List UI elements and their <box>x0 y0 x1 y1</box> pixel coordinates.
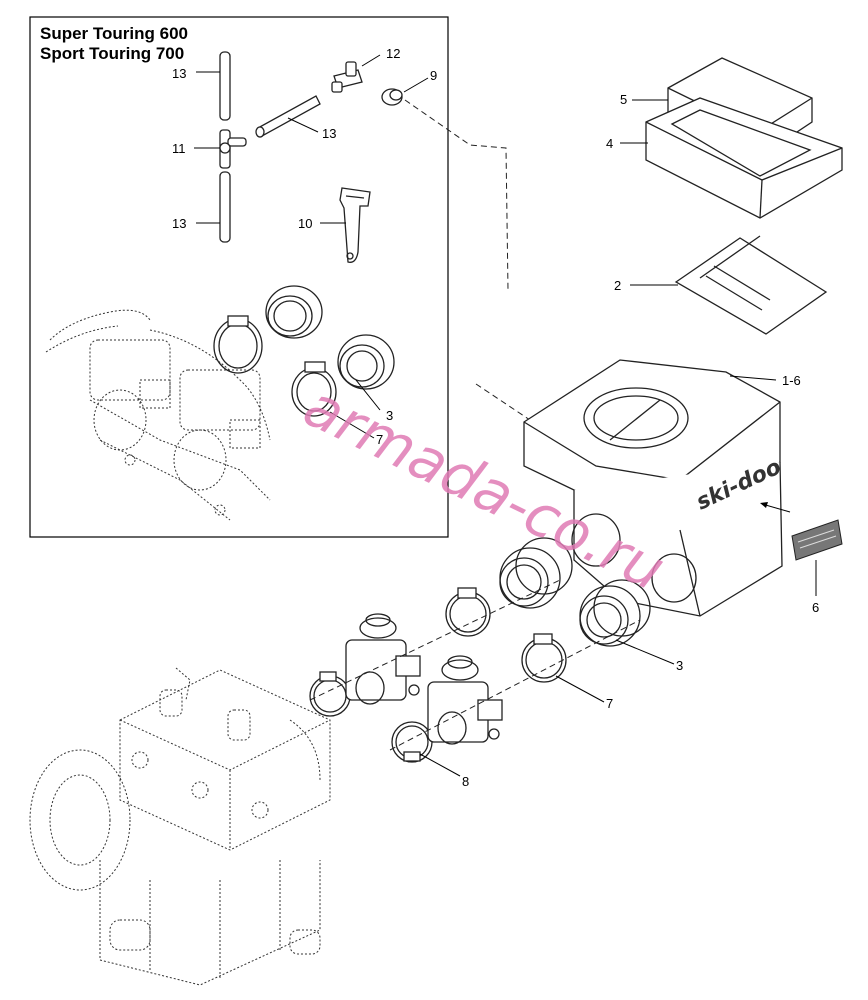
decal-6 <box>791 519 843 561</box>
hose-13-bottom <box>219 171 231 243</box>
support-plate-2 <box>674 235 828 335</box>
carburetor-right <box>427 655 503 745</box>
callout-5: 5 <box>620 92 627 107</box>
elbow-fitting-12 <box>331 61 363 93</box>
guide-line-grommet <box>404 99 509 291</box>
hose-13-diagonal <box>255 95 321 138</box>
leader-lines <box>194 54 817 777</box>
engine-block <box>29 667 331 986</box>
grommet-9 <box>381 88 403 106</box>
main-clamp-8-upper <box>309 671 351 717</box>
callout-6: 6 <box>812 600 819 615</box>
callout-3-inset: 3 <box>386 408 393 423</box>
callout-9: 9 <box>430 68 437 83</box>
inset-clamp-upper <box>213 315 263 374</box>
airbox-frame-4 <box>645 97 843 219</box>
callout-1-6: 1-6 <box>782 373 801 388</box>
main-boot-right <box>579 579 651 647</box>
guide-lines-carb <box>309 579 641 751</box>
main-clamp-8-lower <box>391 721 433 763</box>
callout-2: 2 <box>614 278 621 293</box>
inset-clamp-lower <box>291 361 337 417</box>
decal-arrow-head <box>760 502 768 508</box>
inset-carburetor-assembly <box>45 309 271 521</box>
callout-7-inset: 7 <box>376 432 383 447</box>
main-boot-left <box>499 537 573 609</box>
main-clamp-7-lower <box>521 633 567 683</box>
callout-13-top: 13 <box>172 66 186 81</box>
strap-10 <box>339 187 371 263</box>
callout-13-diagonal: 13 <box>322 126 336 141</box>
inset-boot-upper <box>265 285 323 339</box>
callout-3-main: 3 <box>676 658 683 673</box>
inset-frame <box>29 16 449 538</box>
inset-title-line1: Super Touring 600 <box>40 24 188 43</box>
main-clamp-7-upper <box>445 587 491 637</box>
callout-8: 8 <box>462 774 469 789</box>
callout-7-main: 7 <box>606 696 613 711</box>
callout-12: 12 <box>386 46 400 61</box>
guide-line-airbox <box>475 383 531 421</box>
callout-4: 4 <box>606 136 613 151</box>
callout-13-bottom: 13 <box>172 216 186 231</box>
hose-13-top <box>219 51 231 121</box>
tee-fitting-11 <box>219 129 247 169</box>
callout-10: 10 <box>298 216 312 231</box>
carburetor-left <box>345 613 421 705</box>
inset-boot-lower <box>337 334 395 390</box>
callout-11: 11 <box>172 141 186 156</box>
inset-title-line2: Sport Touring 700 <box>40 44 185 63</box>
airbox-housing-1-6 <box>523 359 783 617</box>
